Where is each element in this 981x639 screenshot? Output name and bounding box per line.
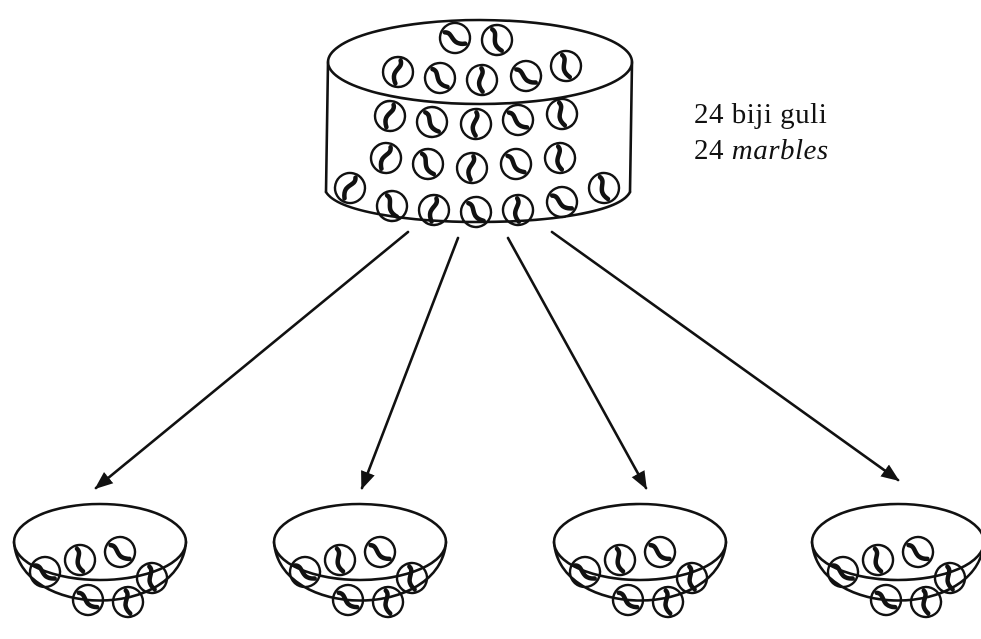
arrow-to-bowl-4 (550, 230, 900, 482)
bowl-1-marble-3 (100, 532, 139, 571)
marble-3 (377, 51, 419, 93)
marble-12 (543, 95, 580, 132)
marble-14 (413, 149, 444, 180)
marble-11 (499, 101, 537, 139)
bowl-2 (272, 502, 448, 621)
container-right-side (628, 60, 634, 194)
caption-malay-line: 24 biji guli (694, 98, 828, 130)
bowl-3-marble-3 (640, 532, 679, 571)
marble-4 (423, 61, 457, 95)
marble-24 (586, 170, 621, 205)
bowl-3-body (552, 540, 728, 602)
caption-english-line: 24 marbles (694, 132, 829, 168)
container-left-side (324, 60, 330, 194)
bowl-4-body (810, 540, 981, 602)
marble-6 (506, 56, 546, 96)
bowl-2-marbles (285, 532, 431, 621)
marble-9 (416, 106, 448, 138)
bowl-1 (12, 502, 188, 621)
bowl-3 (552, 502, 728, 621)
bowl-1-body (12, 540, 188, 602)
container-bottom (324, 190, 632, 224)
marble-container (324, 18, 634, 232)
marble-22 (498, 190, 538, 230)
marble-7 (548, 48, 584, 84)
caption-english-word: marbles (731, 134, 829, 166)
marble-20 (413, 189, 455, 231)
marble-16 (498, 146, 535, 183)
bowl-4-marble-2 (859, 541, 896, 578)
marble-2 (480, 23, 513, 56)
bowl-4 (810, 502, 981, 621)
marble-21 (459, 195, 494, 230)
bowl-2-body (272, 540, 448, 602)
bowl-3-marble-2 (601, 541, 638, 578)
marble-17 (540, 138, 579, 177)
bowl-4-marbles (823, 532, 969, 621)
marble-1 (435, 18, 476, 59)
bowl-3-marbles (565, 532, 711, 621)
marble-count-caption: 24 biji guli 24 marbles (694, 96, 829, 168)
bowl-2-marble-2 (321, 541, 358, 578)
bowls (12, 502, 981, 621)
marble-8 (369, 95, 411, 137)
arrow-to-bowl-2 (360, 236, 460, 490)
marble-18 (329, 167, 370, 208)
bowl-2-marble-3 (360, 532, 399, 571)
marble-5 (462, 60, 503, 101)
bowl-2-rim (272, 502, 448, 582)
bowl-4-marble-3 (898, 532, 937, 571)
caption-english-number: 24 (694, 134, 724, 166)
marble-15 (451, 147, 493, 189)
marble-10 (455, 103, 496, 144)
bowl-1-marble-2 (61, 541, 98, 578)
bowl-1-rim (12, 502, 188, 582)
container-marbles (329, 18, 621, 232)
arrow-to-bowl-3 (506, 236, 648, 490)
bowl-3-rim (552, 502, 728, 582)
bowl-1-marbles (25, 532, 171, 621)
marble-13 (365, 137, 407, 179)
division-arrows (94, 230, 900, 490)
arrow-to-bowl-1 (94, 230, 410, 490)
